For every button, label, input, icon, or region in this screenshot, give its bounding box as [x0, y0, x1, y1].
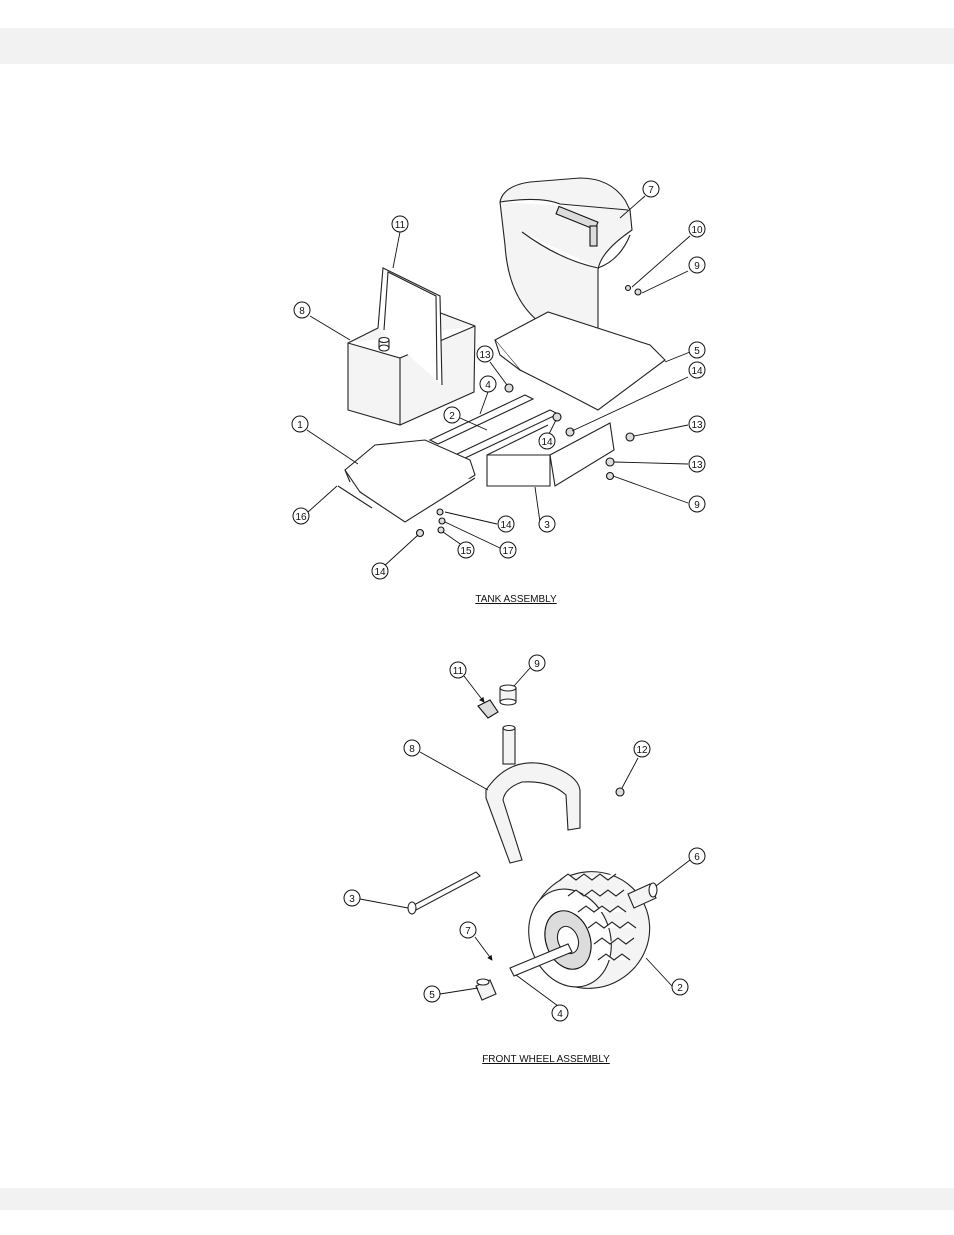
callout: 1	[291, 415, 309, 433]
svg-text:13: 13	[479, 350, 491, 361]
callout: 2	[671, 978, 689, 996]
callout: 13	[688, 415, 706, 433]
callout: 2	[443, 406, 461, 424]
callout: 12	[633, 740, 651, 758]
svg-text:9: 9	[694, 500, 700, 511]
svg-text:4: 4	[485, 380, 491, 391]
svg-text:16: 16	[295, 512, 307, 523]
svg-text:6: 6	[694, 852, 700, 863]
callout: 15	[457, 541, 475, 559]
callout: 14	[371, 562, 389, 580]
callout: 3	[538, 515, 556, 533]
svg-text:9: 9	[534, 659, 540, 670]
axle-part	[509, 943, 573, 977]
callout: 7	[642, 180, 660, 198]
callout: 7	[459, 921, 477, 939]
nut-part	[615, 787, 625, 797]
svg-text:8: 8	[409, 744, 415, 755]
hardware-parts	[415, 284, 642, 538]
callout: 14	[497, 515, 515, 533]
svg-text:15: 15	[460, 546, 472, 557]
long-bolt-part	[337, 485, 373, 509]
frame-bracket-part	[486, 422, 615, 487]
tank-tray-part	[494, 311, 666, 411]
battery-tray-part	[344, 439, 476, 523]
tank-part	[499, 177, 633, 339]
svg-text:3: 3	[349, 894, 355, 905]
svg-text:7: 7	[465, 926, 471, 937]
callout: 13	[476, 345, 494, 363]
callout: 8	[293, 301, 311, 319]
callout: 11	[391, 215, 409, 233]
callout: 14	[688, 361, 706, 379]
svg-text:7: 7	[648, 185, 654, 196]
tire-part	[528, 871, 651, 989]
svg-text:14: 14	[500, 520, 512, 531]
front-wheel-assembly-caption: FRONT WHEEL ASSEMBLY	[482, 1054, 610, 1065]
callout: 14	[538, 432, 556, 450]
callout: 9	[688, 256, 706, 274]
spacer-part	[627, 882, 658, 909]
battery-box-part	[347, 305, 476, 426]
callout: 9	[688, 495, 706, 513]
callout: 10	[688, 220, 706, 238]
callout: 6	[688, 847, 706, 865]
callout: 5	[423, 985, 441, 1003]
axle-bolt-part	[407, 871, 481, 915]
callout: 16	[292, 507, 310, 525]
callout: 17	[499, 541, 517, 559]
svg-text:8: 8	[299, 306, 305, 317]
svg-text:2: 2	[677, 983, 683, 994]
spacer-left-part	[475, 978, 497, 1001]
svg-text:11: 11	[453, 666, 464, 677]
front-wheel-assembly: 11 9 8 12 6 3 7 5 4 2 FRONT WHEEL ASSEMB…	[343, 654, 706, 1065]
callout: 5	[688, 341, 706, 359]
footer-band	[0, 1188, 954, 1210]
svg-text:9: 9	[694, 261, 700, 272]
header-band	[0, 28, 954, 64]
frame-tubes-part	[428, 394, 560, 460]
svg-text:14: 14	[541, 437, 553, 448]
svg-text:13: 13	[691, 420, 703, 431]
clip-part	[477, 699, 499, 719]
callout: 9	[528, 654, 546, 672]
svg-text:11: 11	[395, 220, 406, 231]
fork-part	[485, 724, 581, 864]
svg-text:4: 4	[557, 1009, 563, 1020]
svg-text:3: 3	[544, 520, 550, 531]
svg-text:1: 1	[297, 420, 303, 431]
callout: 4	[479, 375, 497, 393]
svg-text:14: 14	[691, 366, 703, 377]
svg-text:14: 14	[374, 567, 386, 578]
svg-text:12: 12	[636, 745, 648, 756]
tank-assembly-caption: TANK ASSEMBLY	[475, 594, 557, 605]
callout: 13	[688, 455, 706, 473]
svg-text:13: 13	[691, 460, 703, 471]
collar-part	[499, 684, 517, 706]
svg-text:5: 5	[429, 990, 435, 1001]
svg-text:5: 5	[694, 346, 700, 357]
svg-text:17: 17	[502, 546, 514, 557]
svg-text:10: 10	[691, 225, 703, 236]
callout: 11	[449, 661, 467, 679]
tank-assembly: 11 8 7 10 9 5 13 4 2 14 14 1 13 13 9 16 …	[291, 177, 706, 605]
svg-text:2: 2	[449, 411, 455, 422]
callout: 4	[551, 1004, 569, 1022]
callout: 3	[343, 889, 361, 907]
callout: 8	[403, 739, 421, 757]
